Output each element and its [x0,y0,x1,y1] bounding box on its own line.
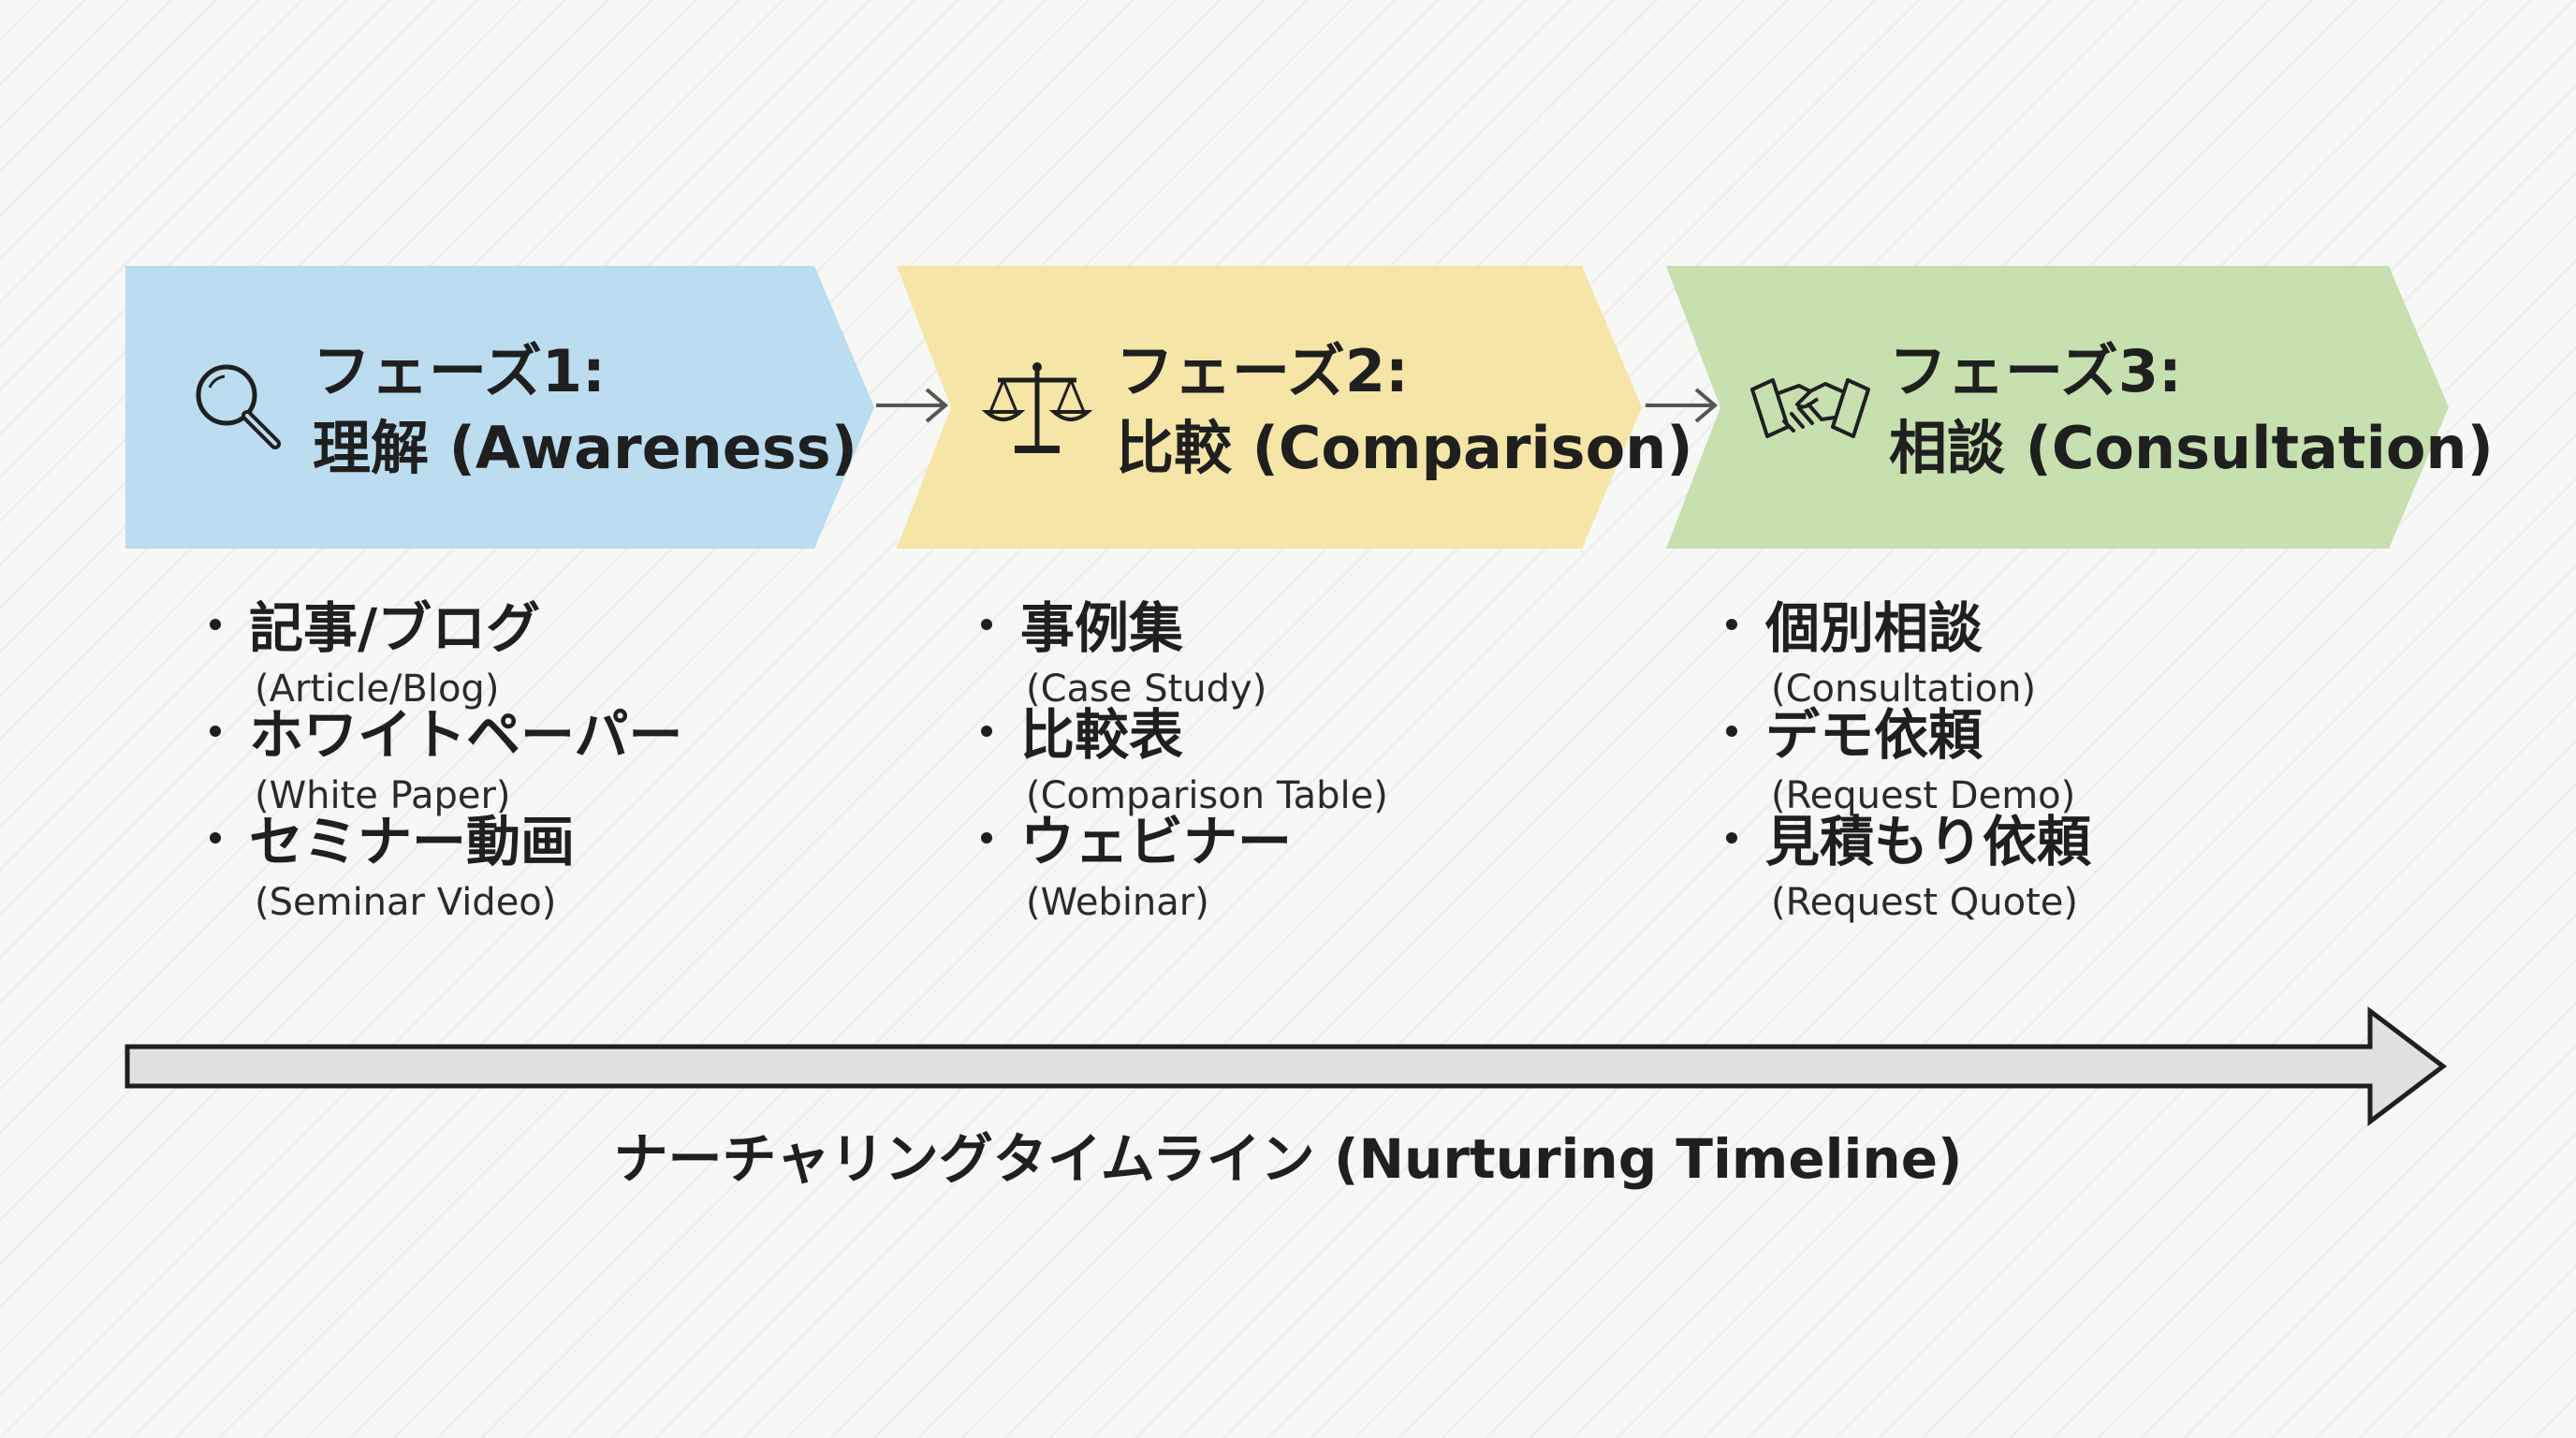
bullet-icon [981,619,992,630]
bullet-icon [210,726,221,737]
item-subtitle: (Seminar Video) [255,881,557,924]
phase-1-title-line2: 理解 (Awareness) [313,414,857,482]
item-subtitle: (Article/Blog) [255,668,500,711]
bullet-icon [981,726,992,737]
handshake-icon [1750,378,1870,438]
phase-1-chevron: フェーズ1: 理解 (Awareness) [125,266,874,549]
phase-2-title: フェーズ2: 比較 (Comparison) [1116,333,1693,487]
phase-2-chevron-shape [897,266,1642,549]
item-title: ウェビナー [1020,810,1293,873]
item-title: 比較表 [1020,703,1184,767]
bullet-icon [981,832,992,844]
phase-1-chevron-shape [125,266,874,549]
right-arrow-icon [1646,388,1719,423]
bullet-icon [210,619,221,630]
phase-3-chevron: フェーズ3: 相談 (Consultation) [1666,266,2494,549]
item-subtitle: (Webinar) [1026,881,1209,924]
phase-1-title-line1: フェーズ1: [313,337,606,405]
balance-scale-icon [981,362,1093,453]
item-subtitle: (Request Quote) [1771,881,2079,924]
item-title: 見積もり依頼 [1765,810,2092,873]
phase-1-title: フェーズ1: 理解 (Awareness) [313,333,857,487]
phase-3-title-line2: 相談 (Consultation) [1889,414,2494,482]
timeline-label: ナーチャリングタイムライン (Nurturing Timeline) [613,1127,1963,1191]
bullet-icon [1726,726,1737,737]
bullet-icon [210,832,221,844]
item-title: セミナー動画 [249,810,576,873]
item-title: ホワイトペーパー [249,703,683,767]
phase-3-chevron-shape [1666,266,2449,549]
magnifier-icon [196,364,281,449]
item-title: デモ依頼 [1765,703,1983,767]
item-subtitle: (Comparison Table) [1026,774,1388,817]
item-title: 個別相談 [1765,596,1983,660]
phase-3-title-line1: フェーズ3: [1889,337,2182,405]
bullet-icon [1726,619,1737,630]
phase-2-chevron: フェーズ2: 比較 (Comparison) [897,266,1693,549]
right-arrow-icon [876,388,949,423]
item-subtitle: (White Paper) [255,774,511,817]
bullet-icon [1726,832,1737,844]
item-subtitle: (Consultation) [1771,668,2037,711]
item-title: 記事/ブログ [249,596,541,660]
phase-2-title-line1: フェーズ2: [1116,337,1409,405]
phase-3-title: フェーズ3: 相談 (Consultation) [1889,333,2494,487]
item-subtitle: (Case Study) [1026,668,1267,711]
item-subtitle: (Request Demo) [1771,774,2076,817]
item-title: 事例集 [1020,596,1184,660]
phase-2-title-line2: 比較 (Comparison) [1116,414,1693,482]
timeline-arrow [124,1005,2448,1127]
